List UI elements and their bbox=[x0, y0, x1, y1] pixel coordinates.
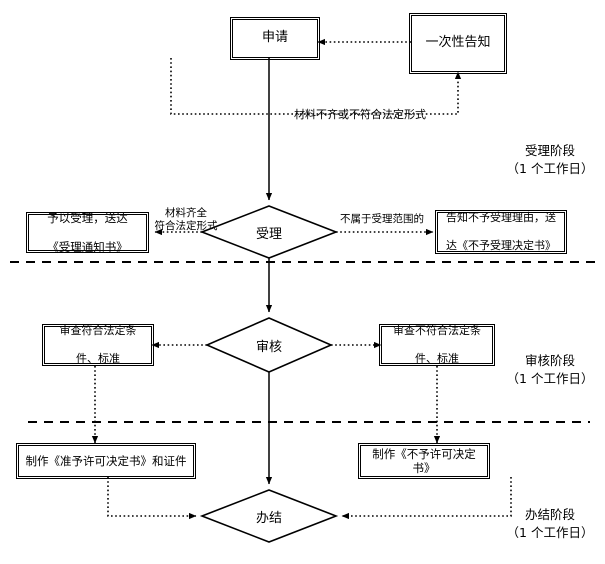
node-review-compliant-line2: 件、标准 bbox=[76, 351, 120, 365]
node-accept-grant[interactable]: 予以受理，送达《受理通知书》 bbox=[26, 211, 149, 254]
stage-label-review-duration: （1 个工作日） bbox=[506, 371, 594, 387]
node-done-label: 办结 bbox=[255, 510, 282, 526]
node-permit-denied-label: 制作《不予许可决定书》 bbox=[372, 446, 476, 475]
edge-label-material-complete: 材料齐全符合法定形式 bbox=[141, 193, 231, 234]
node-accept-grant-label: 予以受理，送达《受理通知书》 bbox=[41, 211, 134, 254]
node-accept[interactable]: 受理 bbox=[234, 220, 304, 244]
node-review-noncompliant-line2: 件、标准 bbox=[415, 351, 459, 365]
node-one-time-notice[interactable]: 一次性告知 bbox=[409, 13, 507, 74]
stage-label-done: 办结阶段 （1 个工作日） bbox=[498, 488, 602, 542]
edge-label-material-complete-line2: 符合法定形式 bbox=[154, 220, 218, 233]
stage-label-acceptance-name: 受理阶段 bbox=[524, 143, 575, 159]
stage-label-acceptance: 受理阶段 （1 个工作日） bbox=[498, 124, 602, 178]
node-review-noncompliant-label: 审查不符合法定条件、标准 bbox=[387, 324, 487, 365]
node-permit-denied[interactable]: 制作《不予许可决定书》 bbox=[358, 443, 490, 479]
node-permit-approved-label: 制作《准予许可决定书》和证件 bbox=[25, 453, 187, 468]
node-permit-approved[interactable]: 制作《准予许可决定书》和证件 bbox=[16, 443, 196, 479]
node-review-noncompliant[interactable]: 审查不符合法定条件、标准 bbox=[379, 324, 495, 366]
edge-label-material-incomplete-text: 材料不齐或不符合法定形式 bbox=[294, 108, 426, 122]
node-review-compliant-label: 审查符合法定条件、标准 bbox=[54, 324, 143, 365]
node-accept-label: 受理 bbox=[255, 226, 282, 242]
edge-permit-yes-to-done bbox=[107, 477, 197, 520]
node-reject-acceptance-line2: 达《不予受理决定书》 bbox=[446, 238, 556, 252]
edge-label-material-incomplete: 材料不齐或不符合法定形式 bbox=[280, 94, 440, 123]
edge-label-out-of-scope: 不属于受理范围的 bbox=[330, 199, 434, 226]
node-one-time-notice-label: 一次性告知 bbox=[425, 35, 491, 51]
stage-label-done-duration: （1 个工作日） bbox=[506, 525, 594, 541]
node-apply[interactable]: 申请 bbox=[230, 17, 320, 60]
node-accept-grant-line1: 予以受理，送达 bbox=[47, 210, 128, 225]
stage-label-review-name: 审核阶段 bbox=[524, 353, 575, 369]
stage-label-done-name: 办结阶段 bbox=[524, 507, 575, 523]
node-review-label: 审核 bbox=[255, 339, 282, 355]
edge-label-out-of-scope-text: 不属于受理范围的 bbox=[340, 212, 424, 225]
node-review[interactable]: 审核 bbox=[234, 333, 304, 357]
node-reject-acceptance[interactable]: 告知不予受理理由，送达《不予受理决定书》 bbox=[435, 210, 567, 254]
node-review-compliant-line1: 审查符合法定条 bbox=[59, 324, 137, 338]
node-reject-acceptance-label: 告知不予受理理由，送达《不予受理决定书》 bbox=[440, 211, 562, 252]
stage-label-acceptance-duration: （1 个工作日） bbox=[506, 161, 594, 177]
edge-label-material-complete-line1: 材料齐全 bbox=[165, 206, 207, 219]
node-accept-grant-line2: 《受理通知书》 bbox=[47, 239, 128, 254]
node-apply-label: 申请 bbox=[261, 30, 288, 46]
stage-label-review: 审核阶段 （1 个工作日） bbox=[498, 334, 602, 388]
node-reject-acceptance-line1: 告知不予受理理由，送 bbox=[446, 211, 556, 225]
node-done[interactable]: 办结 bbox=[234, 504, 304, 528]
node-review-noncompliant-line1: 审查不符合法定条 bbox=[393, 324, 481, 338]
diamond-done bbox=[199, 489, 339, 543]
node-review-compliant[interactable]: 审查符合法定条件、标准 bbox=[42, 324, 154, 366]
edge-permit-no-to-done bbox=[341, 477, 512, 520]
